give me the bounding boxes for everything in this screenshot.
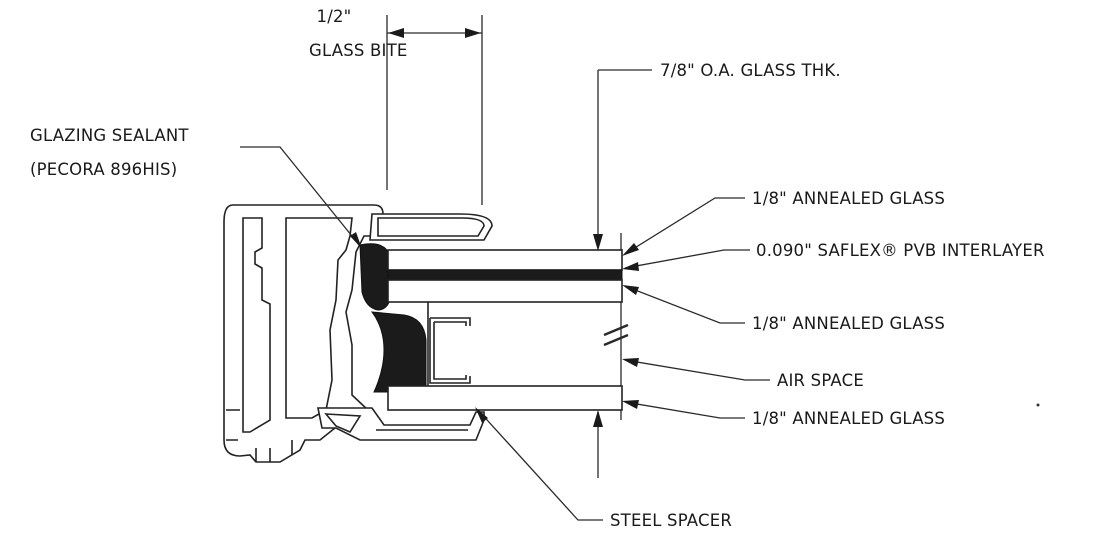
overall-thickness-dimension: 7/8" O.A. GLASS THK. <box>593 61 841 478</box>
annealed-glass-middle-callout: 1/8" ANNEALED GLASS <box>622 285 945 333</box>
interlayer-callout: 0.090" SAFLEX® PVB INTERLAYER <box>622 241 1045 271</box>
annealed-glass-bottom-lite <box>387 385 623 411</box>
thickness-arrow-top <box>593 234 603 251</box>
glass-bite-dimension: 1/2" GLASS BITE <box>309 7 483 205</box>
dimension-arrow-right <box>465 28 481 38</box>
air-space-label: AIR SPACE <box>777 371 864 390</box>
aluminum-frame <box>223 204 493 463</box>
annealed-glass-top-lite <box>387 249 623 271</box>
break-mark <box>603 323 629 337</box>
pvb-interlayer <box>387 269 623 281</box>
annealed-glass-top-callout: 1/8" ANNEALED GLASS <box>622 189 945 256</box>
steel-spacer <box>429 317 471 384</box>
overall-thickness-label: 7/8" O.A. GLASS THK. <box>660 61 841 80</box>
stray-mark <box>1036 403 1040 407</box>
annealed-glass-middle-label: 1/8" ANNEALED GLASS <box>752 314 945 333</box>
glass-unit <box>387 249 629 411</box>
glass-bite-value-label: 1/2" <box>317 7 352 26</box>
glazing-sealant-label: GLAZING SEALANT <box>30 126 189 145</box>
annealed-glass-middle-lite <box>387 279 623 303</box>
glass-bite-label: GLASS BITE <box>309 41 408 60</box>
interlayer-label: 0.090" SAFLEX® PVB INTERLAYER <box>756 241 1045 260</box>
dimension-arrow-left <box>388 28 404 38</box>
glazing-sealant-callout: GLAZING SEALANT (PECORA 896HIS) <box>30 126 362 249</box>
annealed-glass-bottom-label: 1/8" ANNEALED GLASS <box>752 409 945 428</box>
annealed-glass-top-label: 1/8" ANNEALED GLASS <box>752 189 945 208</box>
thickness-arrow-bottom <box>593 410 603 427</box>
glazing-sealant <box>359 243 427 393</box>
air-space-callout: AIR SPACE <box>622 358 864 390</box>
steel-spacer-label: STEEL SPACER <box>610 511 732 530</box>
annealed-glass-bottom-callout: 1/8" ANNEALED GLASS <box>622 400 945 428</box>
break-mark <box>603 333 629 347</box>
glazing-sealant-product-label: (PECORA 896HIS) <box>30 160 177 179</box>
steel-spacer-callout: STEEL SPACER <box>475 407 732 530</box>
